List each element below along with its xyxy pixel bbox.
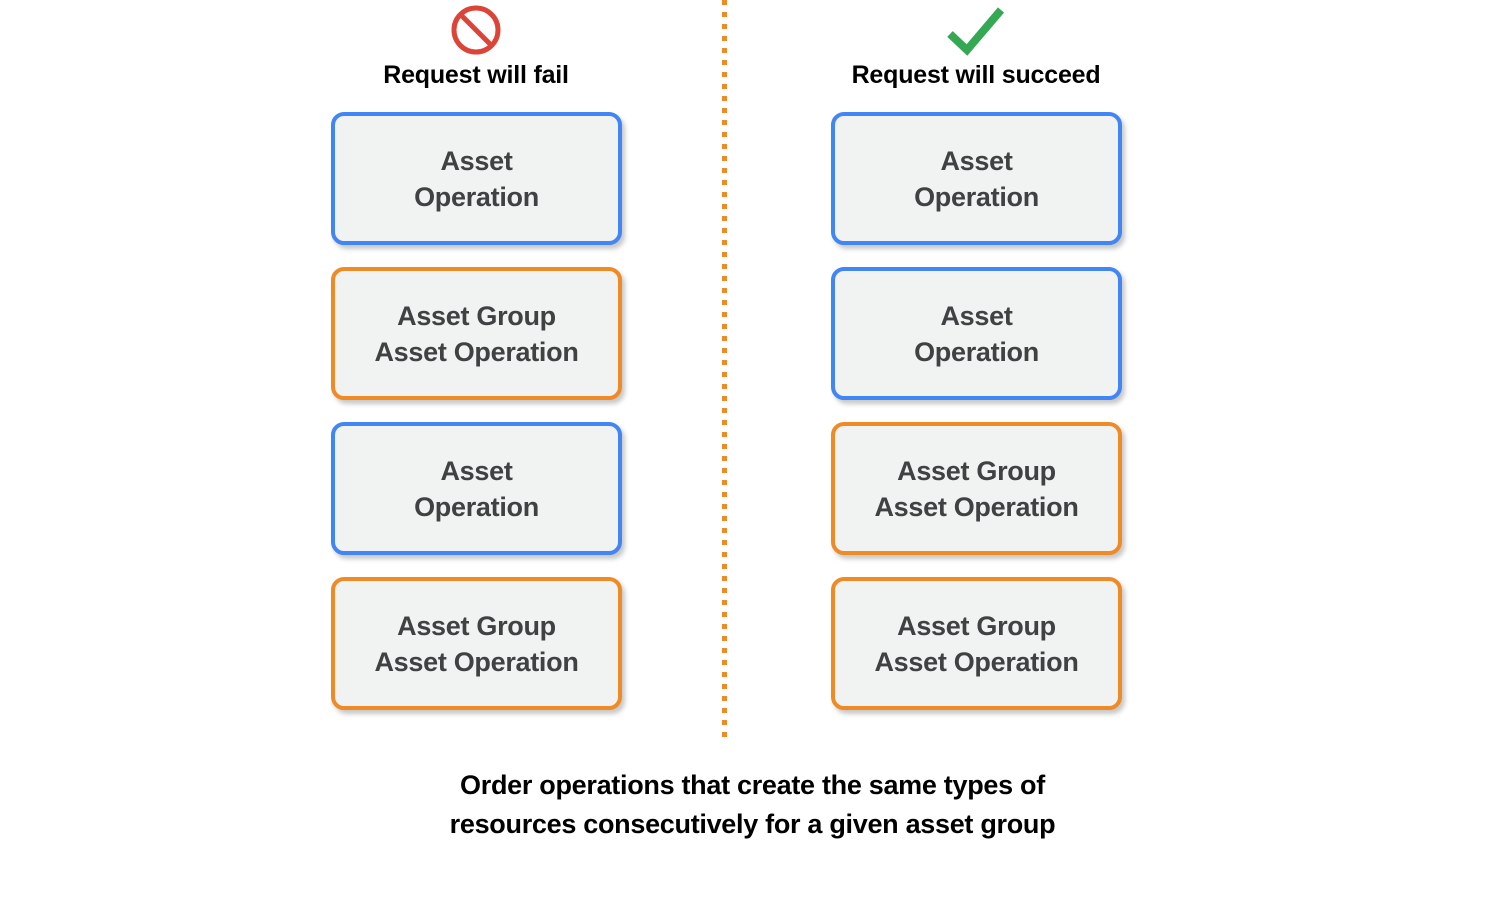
- card-label: Asset Group Asset Operation: [374, 610, 579, 677]
- card-asset-operation[interactable]: Asset Operation: [831, 112, 1122, 245]
- checkmark-icon: [766, 0, 1186, 60]
- card-label: Asset Operation: [914, 145, 1039, 212]
- card-asset-group-asset-operation[interactable]: Asset Group Asset Operation: [331, 577, 622, 710]
- card-asset-group-asset-operation[interactable]: Asset Group Asset Operation: [831, 422, 1122, 555]
- card-label: Asset Operation: [414, 455, 539, 522]
- card-asset-operation[interactable]: Asset Operation: [831, 267, 1122, 400]
- card-asset-operation[interactable]: Asset Operation: [331, 112, 622, 245]
- card-asset-operation[interactable]: Asset Operation: [331, 422, 622, 555]
- card-label: Asset Operation: [914, 300, 1039, 367]
- card-label: Asset Group Asset Operation: [874, 455, 1079, 522]
- card-asset-group-asset-operation[interactable]: Asset Group Asset Operation: [831, 577, 1122, 710]
- column-header-fail: Request will fail: [266, 0, 686, 90]
- card-stack-fail: Asset Operation Asset Group Asset Operat…: [331, 112, 622, 732]
- column-title-fail: Request will fail: [383, 61, 569, 89]
- card-label: Asset Group Asset Operation: [374, 300, 579, 367]
- column-title-succeed: Request will succeed: [851, 61, 1101, 89]
- card-label: Asset Group Asset Operation: [874, 610, 1079, 677]
- prohibition-icon: [266, 0, 686, 60]
- card-stack-succeed: Asset Operation Asset Operation Asset Gr…: [831, 112, 1122, 732]
- card-asset-group-asset-operation[interactable]: Asset Group Asset Operation: [331, 267, 622, 400]
- column-request-will-succeed: Request will succeed Asset Operation Ass…: [766, 0, 1186, 740]
- card-label: Asset Operation: [414, 145, 539, 212]
- column-request-will-fail: Request will fail Asset Operation Asset …: [266, 0, 686, 740]
- column-header-succeed: Request will succeed: [766, 0, 1186, 90]
- dotted-divider: [722, 0, 727, 738]
- diagram-caption: Order operations that create the same ty…: [449, 770, 1056, 839]
